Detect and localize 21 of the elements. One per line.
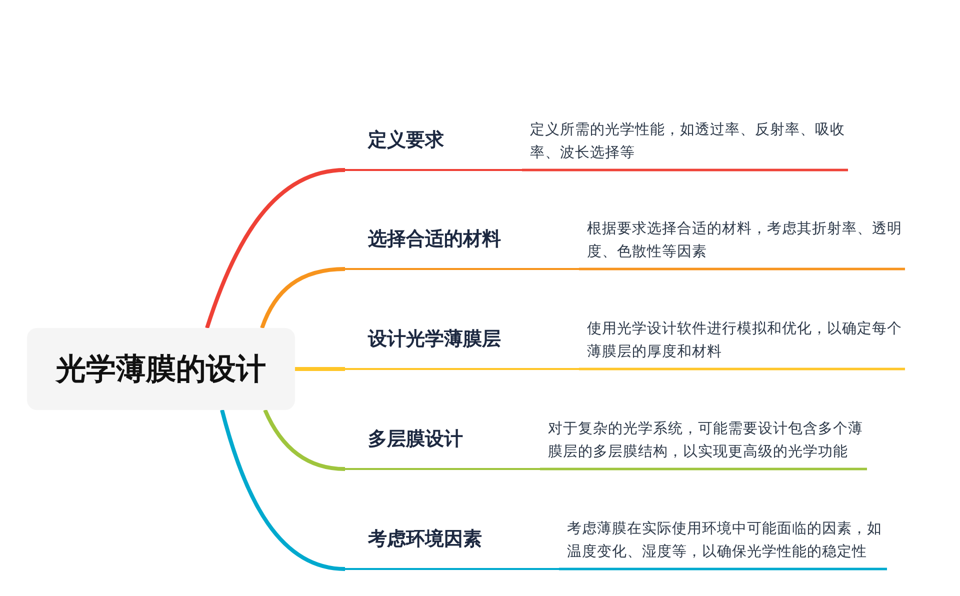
branch-curve [205,168,346,329]
topic-description: 考虑薄膜在实际使用环境中可能面临的因素，如温度变化、湿度等，以确保光学性能的稳定性 [559,516,887,568]
branch-curve [263,409,346,471]
topic-description: 根据要求选择合适的材料，考虑其折射率、透明度、色散性等因素 [579,216,905,268]
branch-line [522,168,848,172]
central-topic-box: 光学薄膜的设计 [27,328,295,410]
branch-line [579,368,905,370]
branch-curve [220,409,346,571]
branch-topic: 选择合适的材料 [345,223,579,270]
branch-topic: 设计光学薄膜层 [345,323,579,370]
branch-topic: 多层膜设计 [345,423,540,470]
topic-description: 对于复杂的光学系统，可能需要设计包含多个薄膜层的多层膜结构，以实现更高级的光学功能 [540,416,867,468]
topic-description: 使用光学设计软件进行模拟和优化，以确定每个薄膜层的厚度和材料 [579,316,905,368]
branch-line [559,568,887,570]
branch-line [540,468,867,470]
branch-line [295,367,345,371]
branch-line [579,268,905,270]
branch-topic: 定义要求 [345,124,522,172]
topic-description: 定义所需的光学性能，如透过率、反射率、吸收率、波长选择等 [522,117,848,169]
branch-curve [260,267,346,329]
branch-topic: 考虑环境因素 [345,523,559,570]
